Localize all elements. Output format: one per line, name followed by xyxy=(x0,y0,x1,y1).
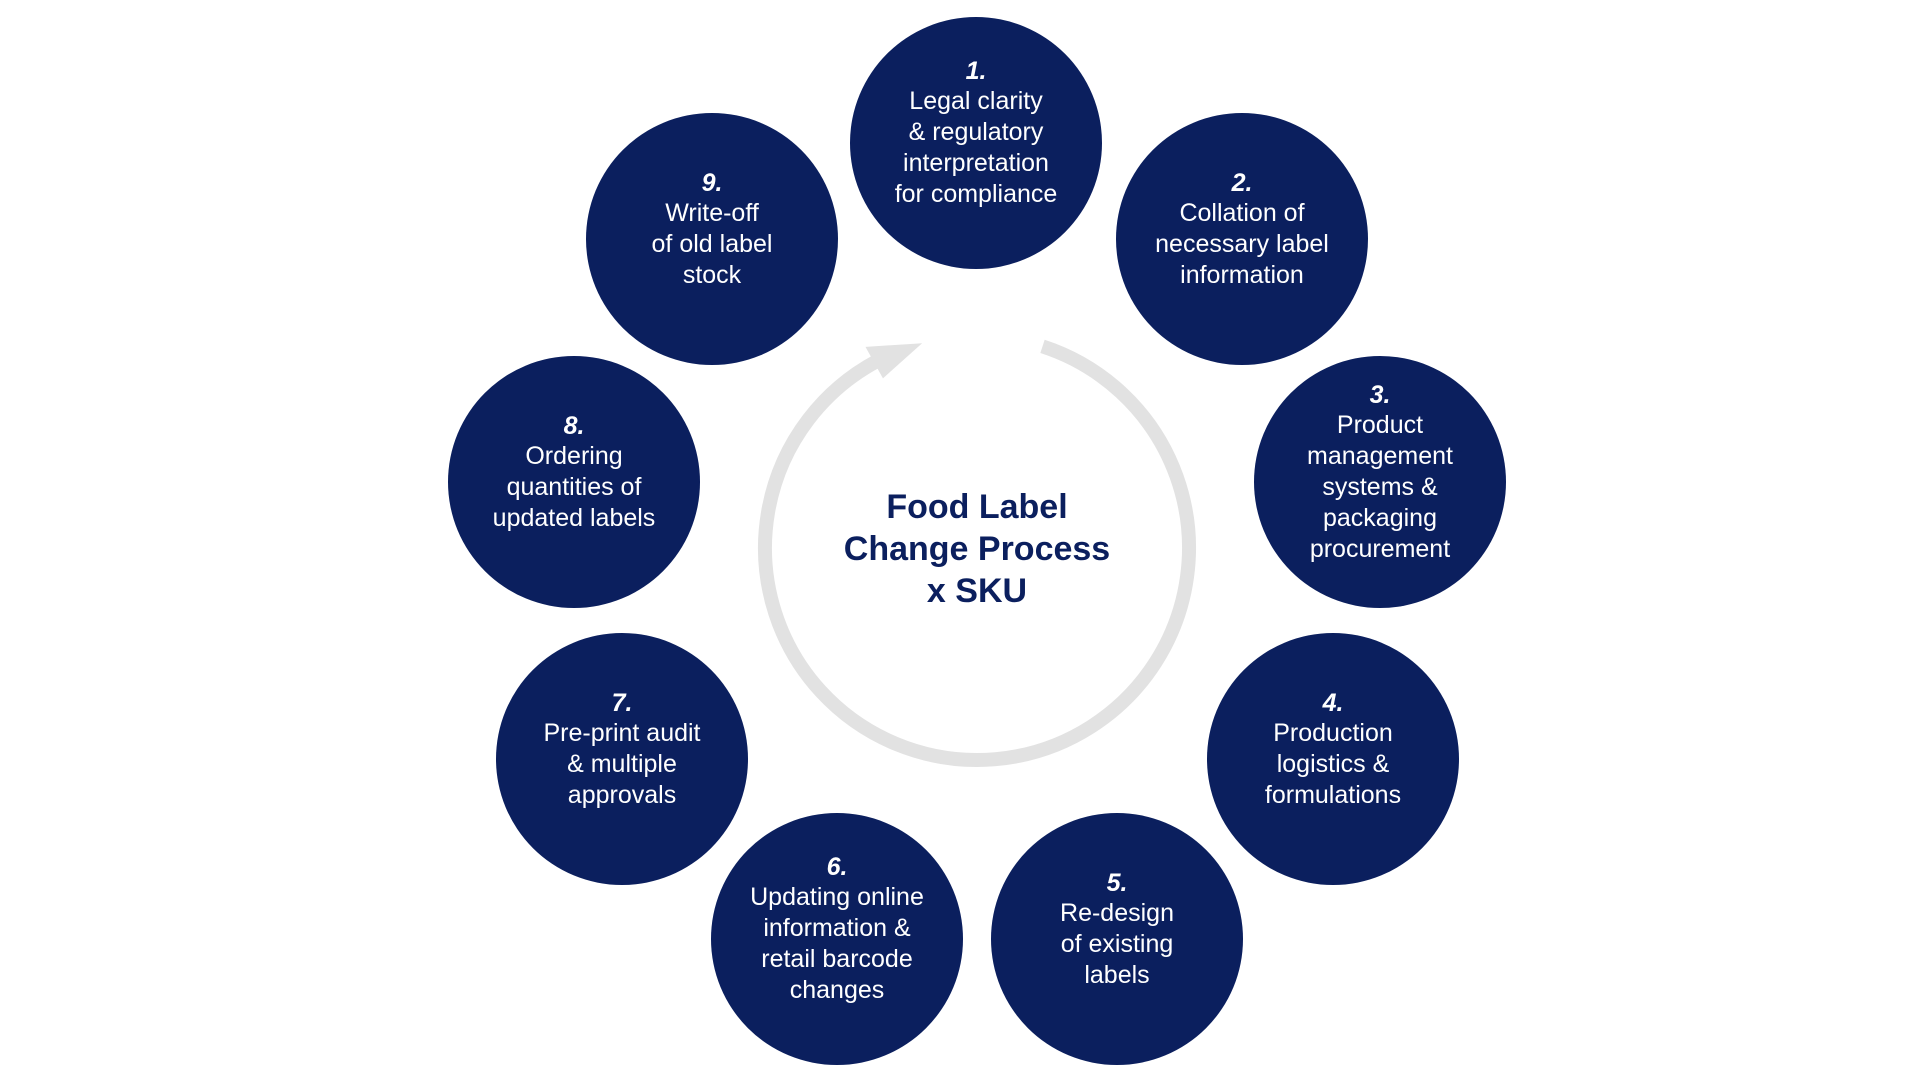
step-6-circle: 6.Updating online information & retail bar… xyxy=(711,813,963,1065)
step-text-line: approvals xyxy=(567,780,677,809)
step-text-line: Re-design xyxy=(1060,898,1174,927)
step-text-line: information & xyxy=(763,914,911,942)
step-text-line: procurement xyxy=(1309,534,1451,563)
step-text-line: management xyxy=(1307,441,1453,470)
step-text-line: Pre-print audit xyxy=(543,718,701,747)
step-text-line: for compliance xyxy=(894,180,1058,208)
step-number: 1. xyxy=(965,57,987,85)
step-number: 6. xyxy=(826,853,848,881)
arrow-head-icon xyxy=(865,343,923,379)
step-text-line: of old label xyxy=(651,229,773,258)
step-text-line: packaging xyxy=(1323,503,1437,532)
title-line: Food Label xyxy=(886,488,1068,526)
step-text-line: stock xyxy=(682,260,742,289)
step-text-line: Collation of xyxy=(1179,198,1305,227)
step-number: 5. xyxy=(1106,868,1128,897)
step-text-line: Production xyxy=(1273,718,1393,747)
step-text-line: retail barcode xyxy=(761,945,913,973)
step-text-line: quantities of xyxy=(506,472,642,501)
step-text-line: interpretation xyxy=(903,149,1049,177)
step-text-line: labels xyxy=(1084,960,1150,989)
step-text-line: Product xyxy=(1336,410,1424,439)
step-text-line: information xyxy=(1180,260,1304,289)
step-text-line: & regulatory xyxy=(908,118,1044,146)
step-number: 4. xyxy=(1322,688,1344,717)
step-number: 9. xyxy=(701,168,723,197)
diagram-title: Food Label Change Process x SKU xyxy=(777,486,1177,612)
step-text-line: changes xyxy=(789,976,885,1004)
step-text-line: systems & xyxy=(1322,472,1438,501)
step-text-line: Ordering xyxy=(525,441,623,470)
step-text-line: of existing xyxy=(1060,929,1174,958)
step-text-line: Write-off xyxy=(665,198,759,227)
step-number: 7. xyxy=(611,688,633,717)
title-line: Change Process xyxy=(843,530,1111,568)
step-text-line: Updating online xyxy=(750,883,924,911)
step-number: 8. xyxy=(563,411,585,440)
step-number: 3. xyxy=(1369,380,1391,409)
step-text-line: Legal clarity xyxy=(909,87,1043,115)
step-text-line: & multiple xyxy=(567,749,677,778)
step-text-line: logistics & xyxy=(1276,749,1390,778)
title-line: x SKU xyxy=(926,572,1028,610)
cycle-arc xyxy=(758,339,1196,767)
step-text-line: necessary label xyxy=(1155,229,1329,258)
step-text-line: formulations xyxy=(1264,780,1402,809)
step-text-line: updated labels xyxy=(492,503,656,532)
step-1-circle: 1.Legal clarity & regulatory interpretatio… xyxy=(850,17,1102,269)
step-number: 2. xyxy=(1231,168,1253,197)
